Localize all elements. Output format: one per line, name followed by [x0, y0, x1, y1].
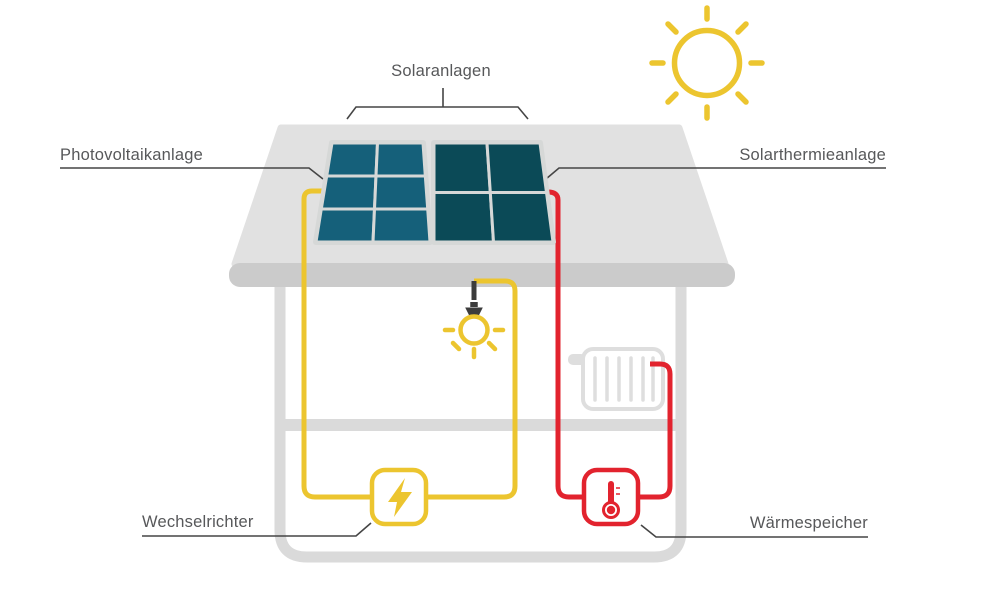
- sun-ray: [665, 21, 679, 35]
- thermal-panel: [431, 140, 556, 245]
- leader-line-wechselrichter: [142, 522, 372, 537]
- panel-cell: [374, 141, 427, 178]
- solaranlagen-bracket: [346, 106, 529, 120]
- panel-cell: [314, 207, 377, 244]
- lightning-icon: [388, 478, 412, 517]
- house: [274, 287, 687, 563]
- label-solaranlagen: Solaranlagen: [391, 62, 491, 80]
- bulb-ray: [486, 340, 498, 352]
- panel-cell: [432, 141, 492, 194]
- thermometer-bulb-fill: [606, 505, 616, 515]
- panel-cell: [371, 207, 432, 244]
- house-walls: [274, 287, 687, 563]
- pv-panel: [313, 140, 433, 245]
- inverter-box: [369, 467, 429, 527]
- light-bulb-icon: [442, 281, 506, 360]
- panel-cell: [324, 141, 380, 178]
- sun-icon: [649, 5, 765, 121]
- leader-line-solarthermieanlage: [545, 167, 886, 180]
- bulb-glass: [458, 314, 490, 346]
- heat-storage-box: [581, 467, 641, 527]
- panel-cell: [372, 174, 430, 211]
- sun-ray: [735, 21, 749, 35]
- label-photovoltaikanlage: Photovoltaikanlage: [60, 146, 204, 164]
- panel-cell: [485, 141, 549, 194]
- label-wechselrichter: Wechselrichter: [142, 513, 254, 531]
- bulb-ray: [450, 340, 462, 352]
- annotation-lines: [60, 88, 886, 538]
- label-solarthermieanlage: Solarthermieanlage: [739, 146, 886, 164]
- panel-cell: [488, 191, 555, 244]
- solar-panels: [313, 140, 556, 245]
- sun-ray: [735, 91, 749, 105]
- sun-disc: [671, 27, 743, 99]
- panel-cell: [432, 191, 496, 244]
- leader-line-waermespeicher: [640, 524, 868, 538]
- panel-cell: [319, 174, 378, 211]
- leader-line-photovoltaikanlage: [60, 167, 324, 180]
- thermometer-icon: [602, 481, 620, 519]
- label-waermespeicher: Wärmespeicher: [749, 514, 868, 532]
- sun-ray: [665, 91, 679, 105]
- radiator-icon: [568, 347, 665, 411]
- roof-eave: [229, 263, 735, 287]
